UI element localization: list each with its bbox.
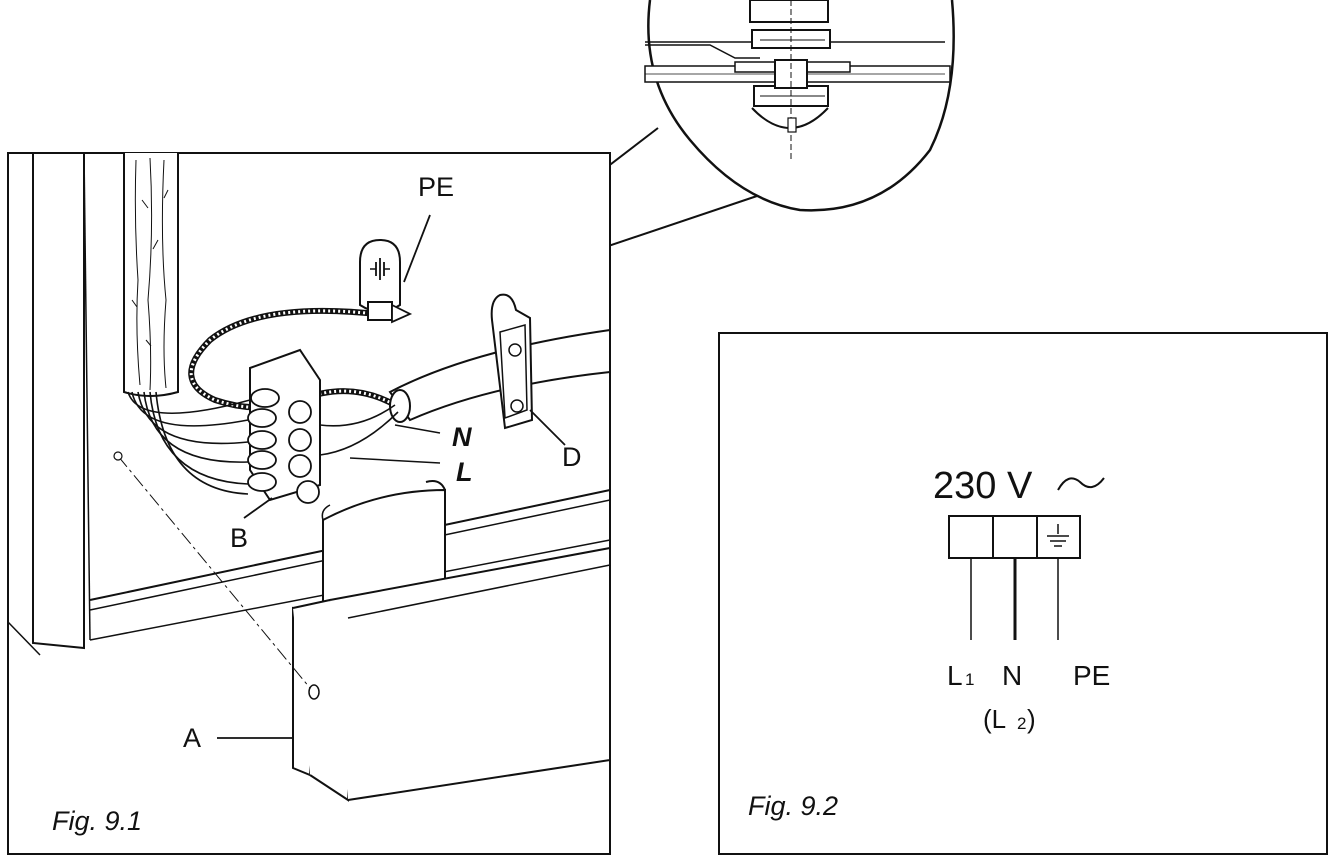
terminal-l2-subscript: 2 (1017, 714, 1026, 733)
figure-9-1: PE N L D B A Fig. 9.1 (7, 152, 611, 855)
label-pe: PE (418, 172, 454, 202)
cable-fanout-wires (127, 391, 251, 495)
label-a: A (183, 723, 201, 753)
label-n: N (452, 422, 472, 452)
terminal-l1-text: L (947, 660, 963, 691)
earth-tag (359, 214, 431, 324)
voltage-label: 230 V (933, 465, 1033, 507)
label-b: B (230, 523, 248, 553)
label-d: D (562, 442, 582, 472)
earth-wire (188, 307, 397, 411)
terminal-label-n: N (1002, 660, 1022, 691)
terminal-l1-subscript: 1 (965, 670, 974, 689)
figure-9-2: 230 V L 1 N (L 2 ) PE (718, 332, 1328, 855)
terminal-l2-text: (L (983, 704, 1006, 734)
terminal-label-l1: L 1 (947, 660, 974, 691)
earth-ground-icon (1047, 524, 1069, 547)
conduit-cable (123, 153, 179, 397)
left-panel-post (32, 152, 91, 650)
cable-clamp-d (490, 293, 566, 446)
terminal-l2-close: ) (1027, 704, 1036, 734)
terminal-label-l2: (L 2 ) (983, 704, 1036, 734)
caption-fig-9-1: Fig. 9.1 (52, 806, 142, 836)
mounting-bracket-a (113, 451, 611, 802)
terminal-block-b (243, 348, 321, 519)
ac-symbol (1057, 477, 1105, 491)
terminal-strip (948, 515, 1081, 640)
caption-fig-9-2: Fig. 9.2 (748, 791, 838, 821)
terminal-label-pe: PE (1073, 660, 1110, 691)
earth-ground-icon (370, 258, 390, 280)
detail-magnifier (417, 0, 962, 313)
label-l: L (456, 457, 473, 487)
